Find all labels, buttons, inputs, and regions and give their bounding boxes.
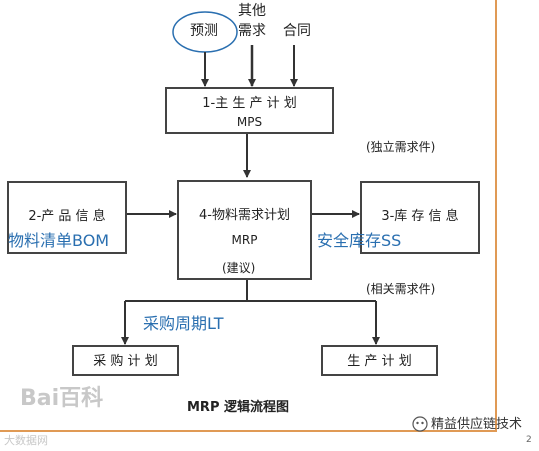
independent-demand-label: (独立需求件) — [366, 140, 436, 154]
bottom-left-watermark: 大数据网 — [4, 434, 48, 447]
bom-annotation: 物料清单BOM — [8, 231, 110, 250]
input-other-line1-label: 其他 — [238, 3, 266, 19]
production-plan-title: 生 产 计 划 — [347, 354, 412, 369]
input-forecast-label: 预测 — [190, 23, 218, 39]
brand-logo-icon — [412, 416, 428, 432]
lead-time-annotation: 采购周期LT — [143, 314, 224, 333]
mps-box: 1-主 生 产 计 划 MPS — [165, 87, 334, 134]
inventory-info-box: 3-库 存 信 息 — [360, 181, 480, 254]
diagram-caption: MRP 逻辑流程图 — [187, 400, 290, 415]
mrp-subtitle: MRP — [231, 233, 258, 247]
frame-border — [0, 0, 497, 432]
inventory-info-title: 3-库 存 信 息 — [381, 209, 459, 224]
purchase-plan-title: 采 购 计 划 — [93, 354, 158, 369]
product-info-title: 2-产 品 信 息 — [28, 209, 106, 224]
suggestion-label: (建议) — [222, 261, 256, 275]
purchase-plan-box: 采 购 计 划 — [72, 345, 179, 376]
product-info-box: 2-产 品 信 息 — [7, 181, 127, 254]
input-other-line2-label: 需求 — [238, 23, 266, 39]
page-number: 2 — [526, 435, 532, 445]
mps-title: 1-主 生 产 计 划 — [202, 96, 297, 111]
mrp-box: 4-物料需求计划 MRP — [177, 180, 312, 280]
production-plan-box: 生 产 计 划 — [321, 345, 438, 376]
input-contract-label: 合同 — [283, 23, 311, 39]
dependent-demand-label: (相关需求件) — [366, 282, 436, 296]
mps-subtitle: MPS — [236, 115, 263, 129]
baike-watermark: Bai百科 — [20, 386, 104, 411]
safety-stock-annotation: 安全库存SS — [317, 231, 402, 250]
mrp-title: 4-物料需求计划 — [199, 208, 290, 223]
brand-name: 精益供应链技术 — [431, 417, 523, 432]
